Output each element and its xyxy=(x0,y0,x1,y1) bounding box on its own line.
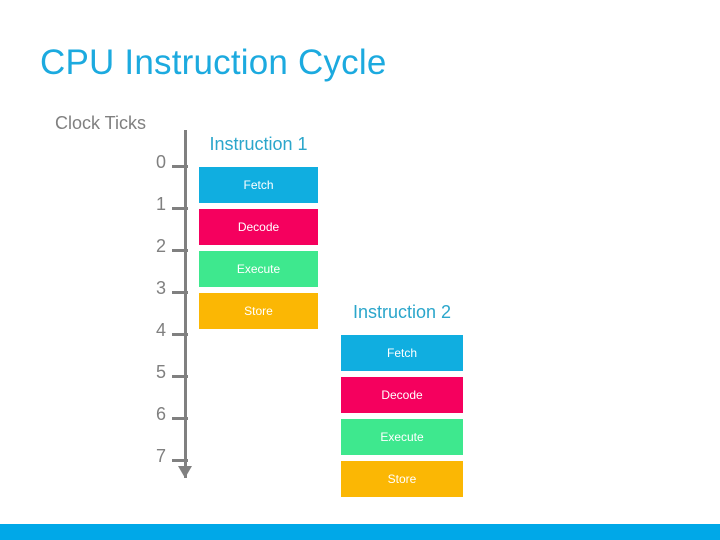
footer-accent-band xyxy=(0,524,720,540)
clock-ticks-axis-label: Clock Ticks xyxy=(55,113,147,133)
stage-block-fetch[interactable]: Fetch xyxy=(199,167,318,203)
clock-tick-mark xyxy=(172,333,188,336)
stage-block-decode[interactable]: Decode xyxy=(199,209,318,245)
clock-tick-mark xyxy=(172,249,188,252)
clock-tick-label: 4 xyxy=(155,320,166,340)
stage-label: Store xyxy=(244,304,273,318)
clock-axis-line xyxy=(184,130,187,478)
clock-tick-mark xyxy=(172,375,188,378)
stage-label: Decode xyxy=(237,220,280,234)
stage-block-store[interactable]: Store xyxy=(341,461,463,497)
stage-block-store[interactable]: Store xyxy=(199,293,318,329)
clock-tick-label: 6 xyxy=(155,404,166,424)
clock-tick-label: 2 xyxy=(155,236,166,256)
clock-tick-label: 7 xyxy=(155,446,166,466)
clock-tick-label: 5 xyxy=(155,362,166,382)
stage-block-decode[interactable]: Decode xyxy=(341,377,463,413)
stage-label: Store xyxy=(387,472,417,486)
clock-tick-mark xyxy=(172,291,188,294)
clock-tick-mark xyxy=(172,459,188,462)
clock-tick-label: 3 xyxy=(155,278,166,298)
stage-label: Fetch xyxy=(243,178,274,192)
clock-tick-mark xyxy=(172,207,188,210)
instruction-1-title: Instruction 1 xyxy=(209,134,308,154)
stage-label: Decode xyxy=(381,388,423,402)
stage-block-execute[interactable]: Execute xyxy=(341,419,463,455)
down-arrow-icon xyxy=(178,466,192,478)
clock-tick-label: 0 xyxy=(155,152,166,172)
stage-label: Execute xyxy=(236,262,281,276)
page-title: CPU Instruction Cycle xyxy=(40,43,387,82)
clock-tick-mark xyxy=(172,417,188,420)
clock-tick-label: 1 xyxy=(155,194,166,214)
stage-label: Fetch xyxy=(386,346,417,360)
stage-block-execute[interactable]: Execute xyxy=(199,251,318,287)
clock-tick-mark xyxy=(172,165,188,168)
stage-block-fetch[interactable]: Fetch xyxy=(341,335,463,371)
stage-label: Execute xyxy=(380,430,424,444)
instruction-2-title: Instruction 2 xyxy=(352,302,452,322)
